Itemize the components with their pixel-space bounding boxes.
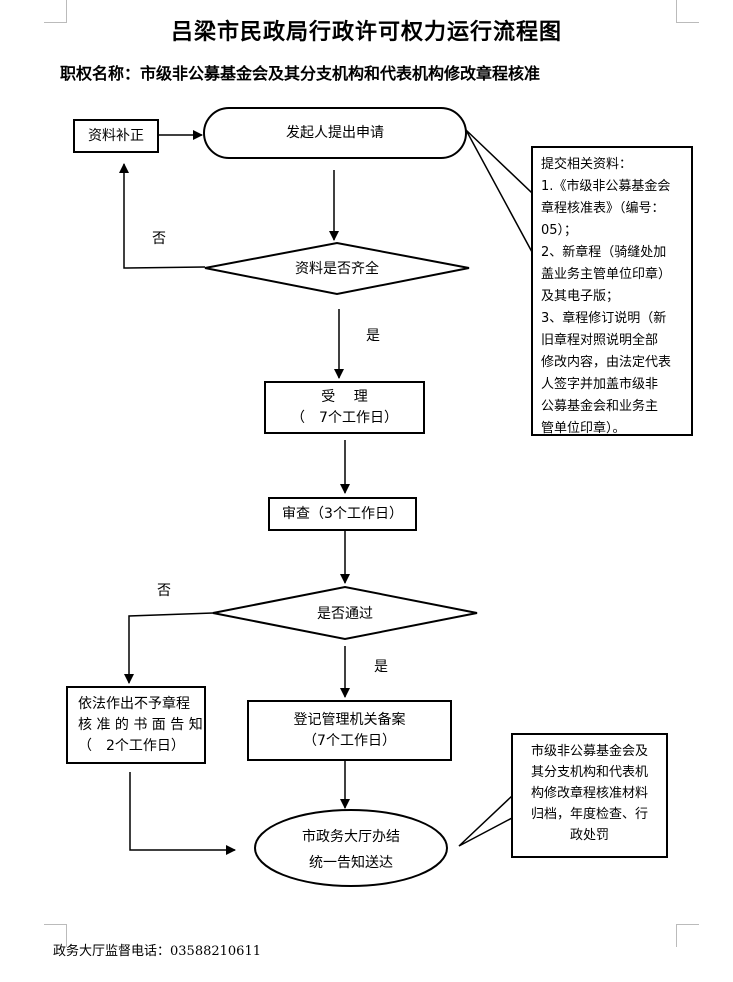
archive-line: 其分支机构和代表机 xyxy=(530,765,648,780)
authority-name: 职权名称：市级非公募基金会及其分支机构和代表机构修改章程核准 xyxy=(60,64,541,83)
arrow-check-no-to-supplement xyxy=(119,163,206,269)
corner-mark-top-right xyxy=(676,0,699,23)
materials-line: 旧章程对照说明全部 xyxy=(541,333,659,348)
deliver-line-2: 统一告知送达 xyxy=(309,855,393,871)
materials-line: 修改内容，由法定代表 xyxy=(541,355,672,370)
materials-line: 1.《市级非公募基金会 xyxy=(541,179,671,194)
apply-node-shape xyxy=(203,107,467,159)
no-label-2: 否 xyxy=(157,583,171,599)
pass-check-label: 是否通过 xyxy=(317,606,373,622)
register-label: 登记管理机关备案 xyxy=(293,711,406,728)
supervision-phone: 政务大厅监督电话：03588210611 xyxy=(53,944,261,959)
materials-line: 05）； xyxy=(541,223,578,238)
deliver-node-shape xyxy=(254,809,448,887)
deliver-node-text: 市政务大厅办结 统一告知送达 xyxy=(255,824,447,876)
supplement-label: 资料补正 xyxy=(88,127,144,144)
reject-line-2: 核 准 的 书 面 告 知 xyxy=(78,716,203,733)
yes-label-2: 是 xyxy=(374,659,388,675)
archive-line: 市级非公募基金会及 xyxy=(530,744,648,759)
apply-node-label: 发起人提出申请 xyxy=(286,125,384,141)
corner-mark-bottom-right xyxy=(676,924,699,947)
archive-line: 归档，年度检查、行 xyxy=(530,807,648,822)
deliver-line-1: 市政务大厅办结 xyxy=(302,829,400,845)
accept-label: 受 理 xyxy=(321,388,368,405)
materials-line: 公募基金会和业务主 xyxy=(541,399,659,414)
archive-line: 政处罚 xyxy=(569,828,609,843)
archive-note: 市级非公募基金会及 其分支机构和代表机 构修改章程核准材料 归档，年度检查、行 … xyxy=(511,733,668,858)
materials-line: 提交相关资料： xyxy=(541,157,633,172)
materials-callout-pointer xyxy=(465,129,533,253)
yes-label-1: 是 xyxy=(366,328,380,344)
accept-node: 受 理 （ 7个工作日） xyxy=(264,381,425,434)
reject-line-1: 依法作出不予章程 xyxy=(78,695,190,712)
page-title: 吕梁市民政局行政许可权力运行流程图 xyxy=(170,19,562,45)
arrow-reject-to-deliver xyxy=(129,772,236,855)
materials-line: 及其电子版； xyxy=(541,289,620,304)
no-label-1: 否 xyxy=(152,231,166,247)
corner-mark-bottom-left xyxy=(44,924,67,947)
review-label: 审查（3个工作日） xyxy=(282,505,403,522)
accept-duration: （ 7个工作日） xyxy=(291,409,398,426)
archive-line: 构修改章程核准材料 xyxy=(530,786,648,801)
materials-line: 2、新章程（骑缝处加 xyxy=(541,245,667,260)
complete-check-diamond xyxy=(204,241,470,296)
register-duration: （7个工作日） xyxy=(303,732,396,749)
register-node: 登记管理机关备案 （7个工作日） xyxy=(247,700,452,761)
materials-line: 管单位印章）。 xyxy=(541,421,626,436)
archive-callout-pointer xyxy=(458,794,513,847)
pass-check-diamond xyxy=(212,585,478,641)
materials-line: 3、章程修订说明（新 xyxy=(541,311,667,326)
materials-line: 人签字并加盖市级非 xyxy=(541,377,659,392)
materials-line: 章程核准表》（编号： xyxy=(541,201,665,216)
materials-line: 盖业务主管单位印章） xyxy=(541,267,672,282)
arrow-pass-no-to-reject xyxy=(124,612,214,684)
corner-mark-top-left xyxy=(44,0,67,23)
reject-node: 依法作出不予章程 核 准 的 书 面 告 知 （ 2个工作日） xyxy=(66,686,206,764)
complete-check-label: 资料是否齐全 xyxy=(295,261,379,277)
review-node: 审查（3个工作日） xyxy=(268,497,417,531)
supplement-node: 资料补正 xyxy=(73,119,159,153)
materials-note: 提交相关资料： 1.《市级非公募基金会 章程核准表》（编号： 05）； 2、新章… xyxy=(531,146,693,436)
reject-line-3: （ 2个工作日） xyxy=(78,737,185,754)
